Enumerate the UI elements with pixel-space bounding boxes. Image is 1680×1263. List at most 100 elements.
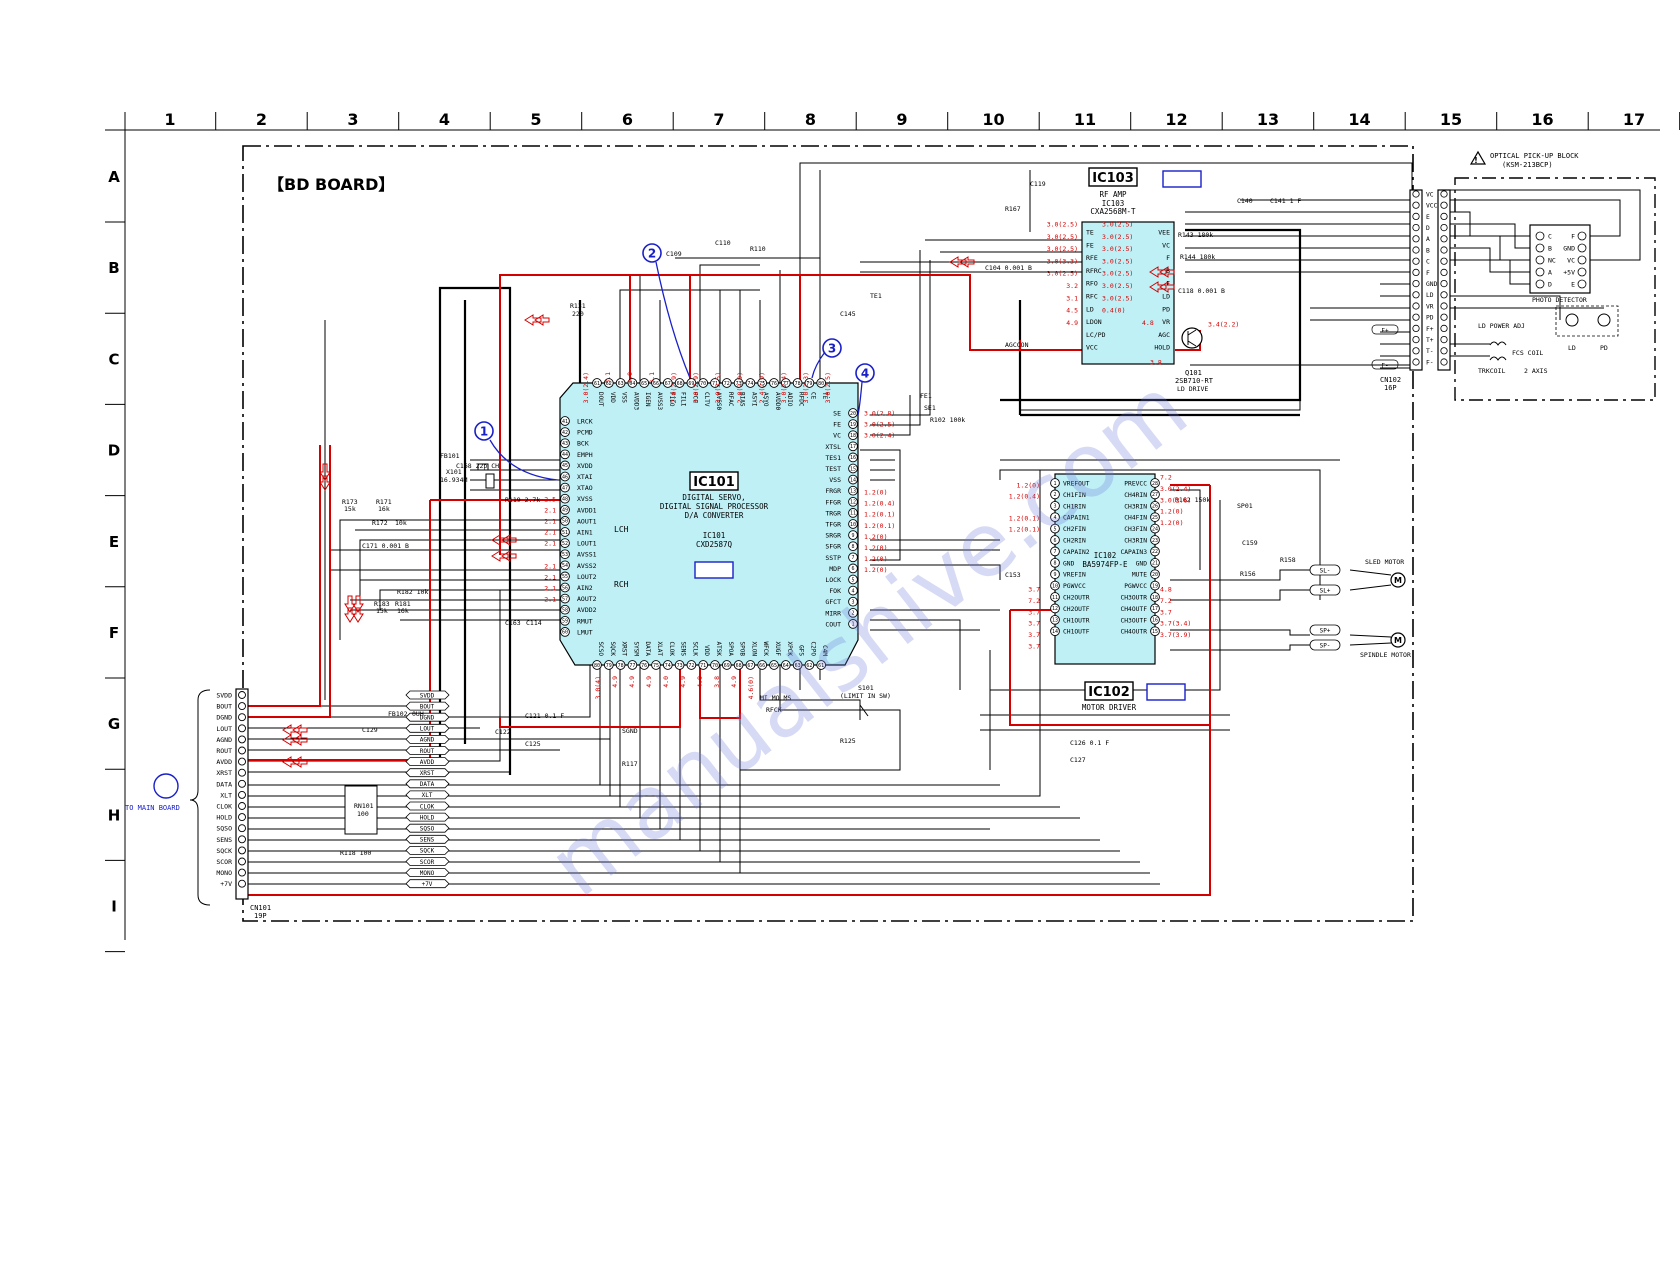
ic102-left-pin-label: CH2FIN	[1063, 526, 1086, 533]
voltage-label: 3.0(2.5)	[1047, 245, 1078, 253]
cn101-net-tag: XLT	[405, 790, 450, 800]
ic101-bottom-pin-label: SQCK	[609, 642, 616, 657]
cn101-net-tag-label: SQCK	[420, 848, 435, 855]
cn101-net-tag-label: HOLD	[420, 814, 435, 821]
pin-number: 55	[562, 574, 568, 580]
ic101-bottom-pin-label: SENS	[680, 642, 687, 657]
ic101-right-pin	[848, 607, 858, 618]
cn101-pin	[238, 802, 246, 810]
ic101-left-pin-label: AIN2	[577, 584, 593, 592]
pin-number: 6	[1053, 538, 1056, 544]
cn101-net-tag-label: SCOR	[420, 859, 435, 866]
voltage-label: 3.7	[1028, 643, 1040, 651]
column-label: 7	[713, 110, 724, 129]
voltage-label: 4.0	[662, 676, 670, 688]
voltage-label: 3.0	[626, 372, 634, 384]
voltage-label: 4.8	[1160, 586, 1172, 594]
ic102-right-pin	[1150, 535, 1160, 545]
trk-coil: TRKCOIL	[1478, 367, 1505, 375]
pin-number: 12	[1052, 606, 1058, 612]
cn101-signal-label: XRST	[216, 769, 232, 777]
voltage-label: 3.0(2.8)	[864, 410, 895, 418]
voltage-label: 1.2(0.1)	[1009, 526, 1040, 534]
ic103-right-pin-label: B	[1166, 267, 1170, 275]
ic101-top-pin-label: BIAS	[739, 392, 746, 407]
ic101-top-pin	[698, 378, 709, 388]
pd-right-pin	[1577, 255, 1587, 265]
ic101-left-pin	[560, 516, 570, 526]
pin-number: 79	[606, 663, 612, 669]
sp01-label: SP01	[1237, 502, 1253, 510]
voltage-label: 1.2(0)	[864, 533, 887, 541]
spindle-net-tag-label: SP+	[1320, 627, 1331, 634]
cn101-net-tag: XRST	[405, 768, 450, 778]
voltage-label: 3.0(3.5)	[714, 372, 722, 403]
ic102-right-pin-label: MUTE	[1132, 572, 1147, 579]
voltage-label: 3.0(2.5)	[1102, 282, 1133, 290]
pin-number: 11	[850, 511, 856, 517]
ic101-left-pin	[560, 527, 570, 537]
cn101-net-tag: DGND	[405, 712, 450, 722]
ic101-left-pin-label: AIN1	[577, 529, 593, 537]
cn102-signal-label: VC	[1426, 191, 1434, 198]
voltage-label: 3.0(4)	[594, 676, 602, 699]
row-label: E	[109, 533, 119, 551]
ic101-right-pin	[848, 574, 858, 585]
ic103-left-pin-label: VCC	[1086, 344, 1098, 352]
ic101-right-pin	[848, 619, 858, 629]
voltage-label: 3.0(2.4)	[864, 432, 895, 440]
bd-board-border	[242, 145, 1414, 922]
cn101-net-tag-label: +7V	[422, 881, 433, 888]
r171-value: 16k	[378, 505, 390, 513]
pd-left-pin-label: NC	[1548, 256, 1556, 264]
voltage-label: 3.0(2.4)	[582, 372, 590, 403]
cn102-pin	[1412, 347, 1420, 355]
ic101-top-pin	[733, 378, 744, 388]
net-tag-shape	[405, 712, 450, 722]
pin-number: 10	[1052, 583, 1058, 589]
cn101-pin	[238, 702, 246, 711]
pin-number: 20	[1152, 572, 1158, 578]
marker-arrow	[489, 439, 559, 481]
r182-label: R182 10k	[397, 588, 428, 596]
fb102-label: FB102	[388, 710, 408, 718]
pin-number: 9	[1053, 572, 1056, 578]
ic102-right-pin-label: CH4RIN	[1124, 492, 1147, 499]
r125-label: R125	[840, 737, 856, 745]
pin-number: 41	[562, 419, 568, 425]
voltage-label: 3.0(2.5)	[864, 421, 895, 429]
ic101-left-pin-label: LRCK	[577, 418, 593, 426]
pin-number: 9	[851, 533, 854, 539]
pin-number: 22	[1152, 549, 1158, 555]
marker-number: 4	[861, 367, 869, 381]
r144-label: R144 180k	[1180, 253, 1215, 261]
ic103-left-pin-label: TE	[1086, 229, 1094, 237]
ic101-bottom-pin	[651, 660, 661, 670]
cn101-pin	[238, 813, 246, 822]
ic101-label-box	[689, 471, 739, 491]
s101-switch-icon	[859, 704, 869, 717]
ic101-lch: LCH	[614, 525, 629, 534]
ic101-top-pin-label: FILI	[680, 392, 687, 407]
cn101-pin	[238, 846, 246, 855]
voltage-label: 3.0(2.5)	[824, 372, 832, 403]
ic101-bottom-pin	[816, 660, 827, 670]
r173-value: 15k	[344, 505, 356, 513]
cn101-signal-label: +7V	[220, 880, 232, 888]
ic101-bottom-pin-label: SCSO	[597, 642, 604, 657]
pin-number: 79	[806, 381, 812, 387]
cn101-net-tag: +7V	[405, 879, 450, 889]
c114-label: C114	[526, 619, 542, 627]
ic101-left-pin	[560, 416, 570, 426]
cn101-net-tag: MONO	[405, 868, 450, 877]
ic102-right-pin	[1150, 569, 1160, 580]
ic101-bottom-pin-label: CLOK	[668, 642, 675, 657]
signal-path-arrow	[282, 724, 308, 736]
voltage-label: 3.0(2.4)	[1160, 485, 1191, 493]
cn101-signal-label: ROUT	[216, 747, 232, 755]
ic102-left-pin-label: CAPAIN2	[1063, 549, 1090, 556]
pd-left-pin-label: B	[1548, 244, 1552, 252]
cn102-signal-label: F	[1426, 270, 1430, 277]
column-label: 10	[982, 110, 1004, 129]
ic101-right-pin	[848, 508, 858, 518]
